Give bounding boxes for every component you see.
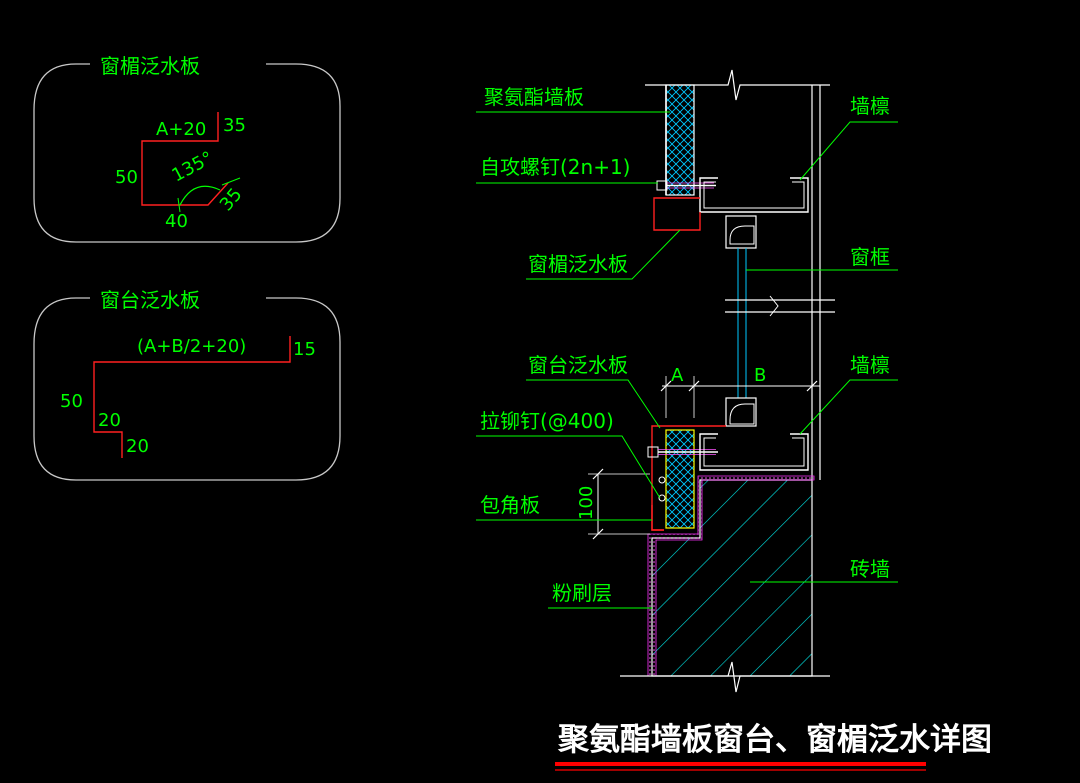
- dim-b: B: [754, 365, 766, 386]
- panel-outline: [33, 63, 341, 243]
- section-view: A B 100 聚氨酯墙板 自攻螺钉(2n+1) 窗楣泛水板 墙檩 窗框 窗: [476, 69, 898, 693]
- top-break-line: [645, 69, 830, 101]
- label-purlin-top: 墙檩: [850, 94, 890, 118]
- screw-upper: [656, 180, 716, 191]
- label-head-flashing: 窗楣泛水板: [528, 252, 628, 276]
- label-screw: 自攻螺钉(2n+1): [480, 155, 631, 179]
- dim-step: 20: [98, 410, 121, 431]
- dim-drip: 35: [216, 184, 247, 215]
- head-flashing-panel: 窗楣泛水板 A+20 35 50 135° 35 40: [33, 54, 341, 243]
- sill-flashing-profile: [93, 336, 291, 458]
- dim-a: A: [671, 365, 684, 386]
- purlin-upper: [699, 177, 809, 213]
- screw-lower: [647, 446, 718, 458]
- drawing-title: 聚氨酯墙板窗台、窗楣泛水详图: [557, 722, 992, 758]
- label-frame: 窗框: [850, 245, 890, 269]
- purlin-lower: [699, 433, 809, 471]
- dim-corner-height: 100: [576, 486, 597, 520]
- head-flashing-profile: [141, 112, 229, 206]
- dim-turn-up: 15: [293, 339, 316, 360]
- label-brick: 砖墙: [850, 557, 890, 581]
- panel-outline: [33, 297, 341, 481]
- dim-base: 40: [165, 211, 188, 232]
- dim-drip: 20: [126, 436, 149, 457]
- dim-height: 50: [115, 167, 138, 188]
- corner-plate: [651, 505, 664, 531]
- label-corner-plate: 包角板: [480, 493, 540, 517]
- bottom-break-line: [620, 661, 830, 693]
- leader-lines: [476, 111, 898, 609]
- label-purlin-bottom: 墙檩: [850, 353, 890, 377]
- panel-title: 窗台泛水板: [100, 288, 200, 312]
- label-sill-flashing: 窗台泛水板: [528, 353, 628, 377]
- panel-title: 窗楣泛水板: [100, 54, 200, 78]
- label-plaster: 粉刷层: [552, 581, 612, 605]
- lower-panel: [665, 429, 695, 529]
- angle-arc: [179, 185, 221, 206]
- dim-angle: 135°: [168, 148, 216, 187]
- sill-flashing-panel: 窗台泛水板 (A+B/2+20) 15 50 20 20: [33, 288, 341, 481]
- dim-height: 50: [60, 391, 83, 412]
- plaster-layer: [647, 475, 815, 677]
- label-panel: 聚氨酯墙板: [484, 85, 584, 109]
- dim-top: (A+B/2+20): [137, 336, 246, 357]
- label-rivet: 拉铆钉(@400): [480, 409, 614, 433]
- dim-top: A+20: [156, 119, 206, 140]
- upper-panel: [665, 84, 695, 196]
- dim-turn-up: 35: [223, 115, 246, 136]
- head-flashing-section: [653, 197, 701, 231]
